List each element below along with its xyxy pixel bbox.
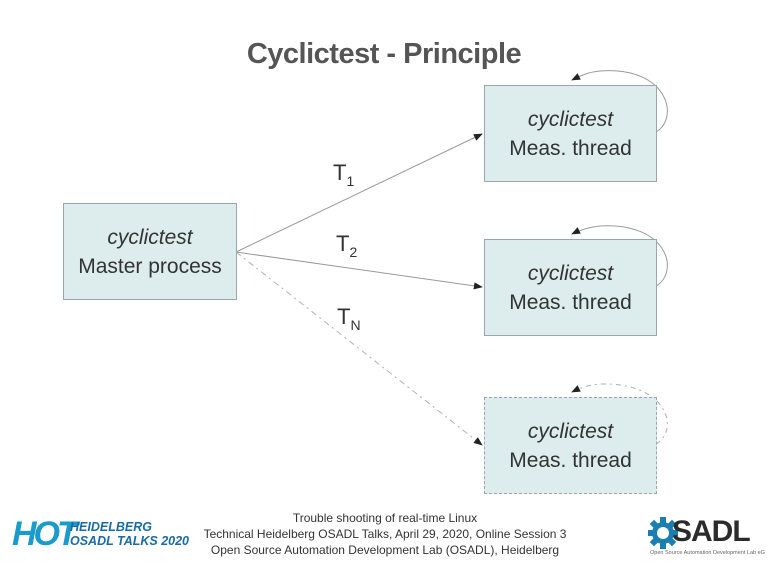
label-t1-main: T [333,160,347,185]
label-t2-main: T [336,231,350,256]
self-loop-3 [571,383,668,445]
thread-n-role: Meas. thread [509,448,632,472]
master-name: cyclictest [107,225,193,249]
master-role: Master process [78,254,222,278]
label-tn-main: T [337,304,351,329]
osadl-gear-icon [648,517,678,549]
thread-2-role: Meas. thread [509,290,632,314]
footer-text: Trouble shooting of real-time Linux Tech… [190,510,580,558]
hot-logo-big: HOT [12,515,78,553]
hot-logo-text: HEIDELBERG OSADL TALKS 2020 [70,520,189,548]
label-t2-sub: 2 [349,244,358,260]
hot-logo: HOT HEIDELBERG OSADL TALKS 2020 [12,515,189,554]
meas-thread-box-1: cyclictest Meas. thread [484,85,657,182]
self-loop-2 [571,225,668,287]
footer-line-2: Technical Heidelberg OSADL Talks, April … [203,527,567,541]
hot-logo-line1: HEIDELBERG [70,520,152,534]
label-tn-sub: N [350,317,361,333]
self-loop-1 [571,70,668,133]
thread-1-role: Meas. thread [509,136,632,160]
master-process-box: cyclictest Master process [63,203,237,300]
meas-thread-box-n: cyclictest Meas. thread [484,397,657,494]
osadl-logo-sub: Open Source Automation Development Lab e… [650,550,765,556]
label-tn: TN [337,304,361,333]
arrow-t1 [235,133,483,253]
osadl-logo-word: SADL [672,515,751,548]
thread-1-name: cyclictest [527,107,614,131]
label-t2: T2 [336,231,357,260]
thread-n-name: cyclictest [527,419,614,443]
hot-logo-line2: OSADL TALKS 2020 [70,534,190,548]
label-t1-sub: 1 [346,173,355,189]
arrow-t2 [235,251,483,290]
slide-title: Cyclictest - Principle [246,38,522,70]
meas-thread-box-2: cyclictest Meas. thread [484,239,657,336]
osadl-logo: SADL Open Source Automation Development … [648,512,765,558]
footer-line-3: Open Source Automation Development Lab (… [210,543,560,557]
arrow-tn [235,251,483,446]
thread-2-name: cyclictest [527,261,614,285]
footer-line-1: Trouble shooting of real-time Linux [292,511,478,525]
label-t1: T1 [333,160,354,189]
